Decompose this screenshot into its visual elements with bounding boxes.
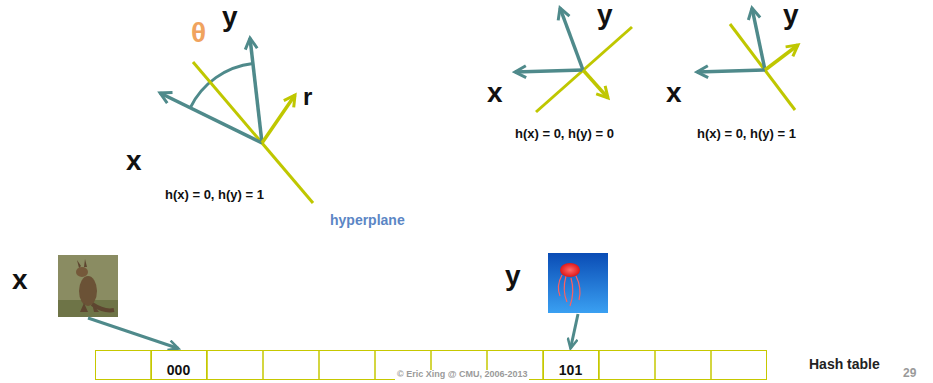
page-number: 29	[903, 367, 916, 380]
vector-arrow	[515, 70, 583, 72]
hash-arrow	[571, 314, 579, 349]
photo-background	[548, 253, 608, 313]
hash-value-note: h(x) = 0, h(y) = 0	[515, 127, 614, 141]
hash-value-note: h(x) = 0, h(y) = 1	[697, 127, 796, 141]
kangaroo-legs	[80, 303, 99, 312]
vector-arrow	[160, 93, 262, 143]
vector-arrow	[250, 38, 262, 143]
jellyfish-tentacles	[558, 275, 580, 306]
kangaroo-body	[79, 276, 97, 306]
hyperplane-line	[730, 24, 795, 110]
normal-arrow	[583, 70, 608, 98]
vector-arrow	[697, 70, 765, 72]
bucket-code: 000	[167, 351, 190, 378]
hash-arrow	[88, 318, 179, 349]
table-heading: Hash table	[809, 356, 880, 373]
kangaroo-head	[76, 267, 88, 277]
hyperplane-label: hyperplane	[330, 213, 405, 228]
normal-arrow	[262, 95, 295, 143]
hash-bucket: 000	[151, 350, 207, 380]
hash-table-grid	[151, 350, 711, 380]
axis-label: y	[783, 0, 799, 31]
vector-arrow	[560, 8, 583, 70]
image-box: x	[58, 255, 118, 317]
axis-label: x	[666, 78, 682, 109]
bucket-code: 101	[559, 351, 582, 378]
angle-label: θ	[191, 18, 206, 49]
image-label: x	[12, 265, 28, 296]
axis-label: x	[487, 78, 503, 109]
jellyfish-bell	[560, 263, 580, 277]
image-box: y	[548, 253, 608, 313]
copyright-note: © Eric Xing @ CMU, 2006-2013	[395, 370, 529, 380]
axis-label: x	[126, 146, 142, 177]
image-label: y	[505, 261, 521, 292]
hash-bucket: 101	[543, 350, 599, 380]
photo-background	[58, 255, 118, 317]
hyperplane-line	[193, 62, 313, 203]
normal-arrow	[765, 45, 798, 70]
vector-arrow	[752, 8, 765, 70]
axis-label: y	[222, 2, 238, 33]
hash-value-note: h(x) = 0, h(y) = 1	[165, 188, 264, 202]
axis-label: r	[303, 84, 312, 110]
axis-label: y	[597, 0, 613, 31]
kangaroo-ears	[77, 259, 87, 268]
